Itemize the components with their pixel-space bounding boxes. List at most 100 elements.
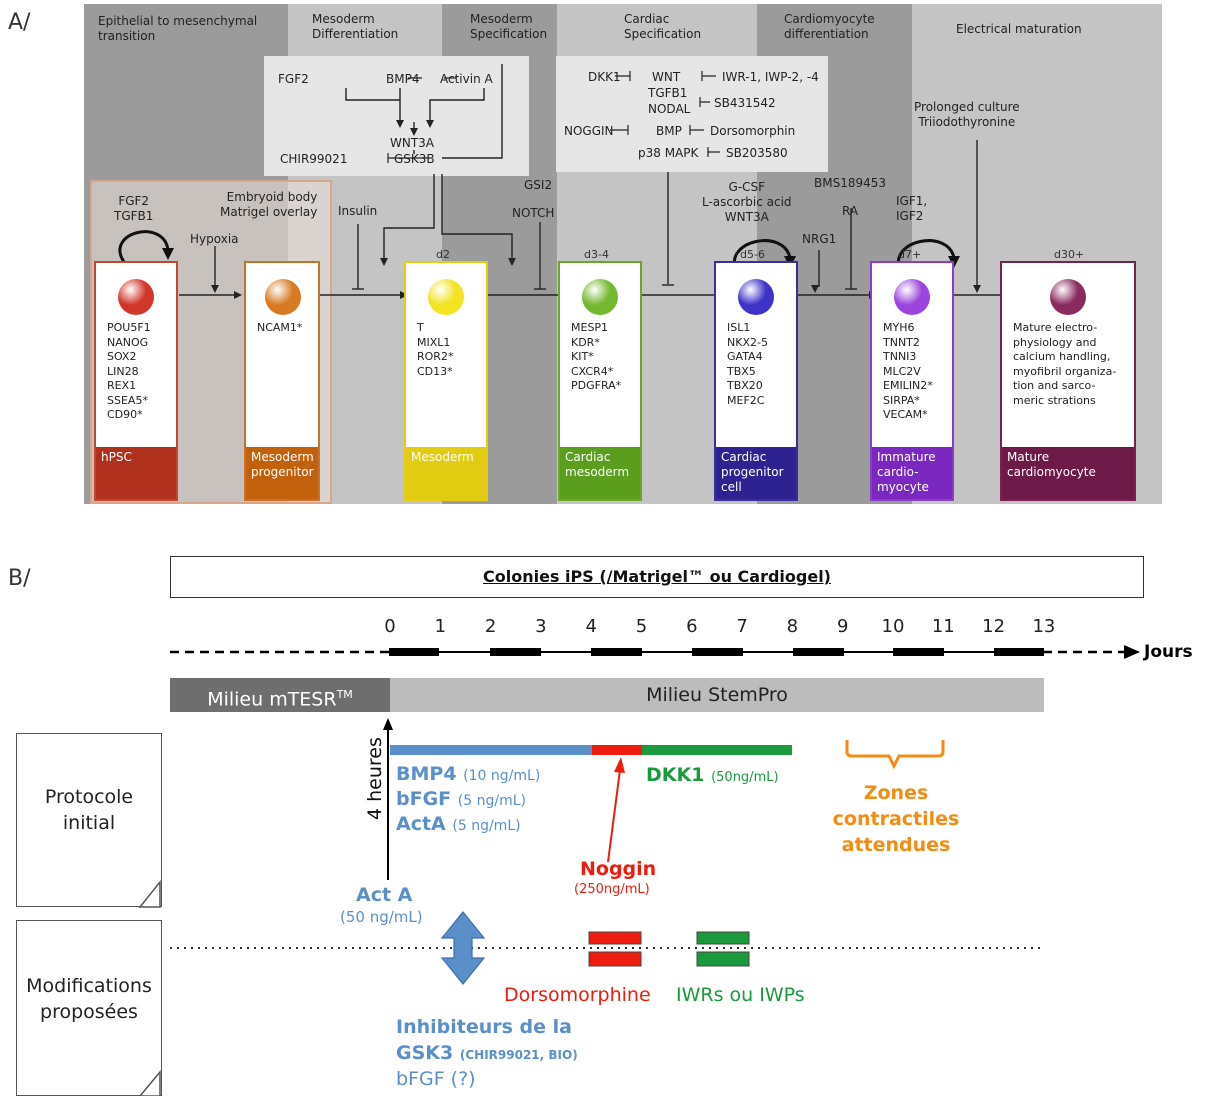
gsk3-label: GSK3 bbox=[396, 1042, 454, 1064]
box1-gsk3b: GSK3B bbox=[394, 152, 435, 166]
stage-label: Mesoderm bbox=[406, 447, 486, 499]
cell-ball bbox=[118, 279, 154, 315]
medium-stempro-bar: Milieu StemPro bbox=[390, 678, 1044, 712]
stage-markers: MYH6 TNNT2 TNNI3 MLC2V EMILIN2* SIRPA* V… bbox=[883, 321, 933, 421]
dkk1-name: DKK1 bbox=[646, 764, 705, 786]
stage-card-hpsc: POU5F1 NANOG SOX2 LIN28 REX1 SSEA5* CD90… bbox=[94, 261, 178, 501]
day-label: 12 bbox=[982, 616, 1006, 637]
header-emt: Epithelial to mesenchymal transition bbox=[98, 14, 258, 43]
day-label: 11 bbox=[931, 616, 955, 637]
medium-mtesr-bar: Milieu mTESRTM bbox=[170, 678, 390, 712]
day-label: 10 bbox=[881, 616, 905, 637]
dkk1-conc: (50ng/mL) bbox=[711, 770, 779, 785]
box1-chir99021: CHIR99021 bbox=[280, 152, 348, 166]
day-label: d7+ bbox=[898, 248, 922, 261]
day-label: 6 bbox=[686, 616, 698, 637]
stage-card-mature-cardiomyocyte: Mature electro- physiology and calcium h… bbox=[1000, 261, 1136, 501]
cell-ball bbox=[738, 279, 774, 315]
day-label: 9 bbox=[836, 616, 849, 637]
stage-label: Immature cardio- myocyte bbox=[872, 447, 952, 499]
inhibiteurs-line2: GSK3 (CHIR99021, BIO) bbox=[396, 1042, 578, 1064]
stage-markers: MESP1 KDR* KIT* CXCR4* PDGFRA* bbox=[571, 321, 622, 392]
colonies-banner: Colonies iPS (/Matrigel™ ou Cardiogel) bbox=[170, 556, 1144, 598]
day-label: d5-6 bbox=[740, 248, 765, 261]
factor-hypoxia: Hypoxia bbox=[190, 232, 239, 246]
panel-a-figure: Epithelial to mesenchymal transition Mes… bbox=[84, 4, 1162, 504]
box2-p38-mapk: p38 MAPK bbox=[638, 146, 699, 160]
cell-ball bbox=[1050, 279, 1086, 315]
day-label: d3-4 bbox=[584, 248, 609, 261]
gsk3-small: (CHIR99021, BIO) bbox=[459, 1048, 578, 1062]
factor-ra: RA bbox=[842, 204, 859, 218]
day-label: 3 bbox=[535, 616, 547, 637]
stage-label: Mesoderm progenitor bbox=[246, 447, 318, 499]
cell-ball bbox=[894, 279, 930, 315]
panel-a-label: A/ bbox=[8, 10, 31, 35]
noggin-label: Noggin bbox=[580, 858, 657, 880]
stage-markers: Mature electro- physiology and calcium h… bbox=[1013, 321, 1117, 407]
stage-markers: NCAM1* bbox=[257, 321, 303, 334]
box2-wnt: WNT bbox=[652, 70, 681, 84]
factor-gcsf: G-CSF L-ascorbic acid WNT3A bbox=[702, 180, 792, 224]
day-label: 13 bbox=[1032, 616, 1056, 637]
box1-fgf2: FGF2 bbox=[278, 72, 309, 86]
day-label: 2 bbox=[484, 616, 497, 637]
stage-card-mesoderm-progenitor: NCAM1* Mesoderm progenitor bbox=[244, 261, 320, 501]
mesoderm-signaling-box bbox=[264, 56, 529, 176]
factor-conc: (10 ng/mL) bbox=[463, 768, 541, 784]
factor-prolonged-culture: Prolonged culture Triiodothyronine bbox=[914, 100, 1020, 129]
factor-conc: (5 ng/mL) bbox=[457, 793, 526, 809]
box2-noggin: NOGGIN bbox=[564, 124, 614, 138]
box1-wnt3a: WNT3A bbox=[390, 136, 435, 150]
box2-sb203580: SB203580 bbox=[726, 146, 788, 160]
day-label: 4 bbox=[585, 616, 597, 637]
factor-name: BMP4 bbox=[396, 763, 457, 785]
factor-bms189453: BMS189453 bbox=[814, 176, 887, 190]
header-mesoderm-differentiation: Mesoderm Differentiation bbox=[312, 12, 399, 41]
stage-card-immature-cardiomyocyte: MYH6 TNNT2 TNNI3 MLC2V EMILIN2* SIRPA* V… bbox=[870, 261, 954, 501]
inhibiteurs-line1: Inhibiteurs de la bbox=[396, 1016, 572, 1038]
box1-activin-a: Activin A bbox=[440, 72, 493, 86]
factor-gsi2: GSI2 bbox=[524, 178, 553, 192]
factor-fgf2-tgfb1: FGF2 TGFB1 bbox=[114, 194, 154, 223]
stage-markers: ISL1 NKX2-5 GATA4 TBX5 TBX20 MEF2C bbox=[727, 321, 768, 407]
header-electrical-maturation: Electrical maturation bbox=[956, 22, 1082, 36]
day-label: 7 bbox=[736, 616, 748, 637]
stage-markers: T MIXL1 ROR2* CD13* bbox=[417, 321, 454, 378]
box2-iwr: IWR-1, IWP-2, -4 bbox=[722, 70, 819, 84]
stage-label: Cardiac mesoderm bbox=[560, 447, 640, 499]
box2-sb431542: SB431542 bbox=[714, 96, 776, 110]
factor-acta: ActA (5 ng/mL) bbox=[396, 812, 521, 839]
cardiac-signaling-box bbox=[556, 56, 828, 172]
panel-b-label: B/ bbox=[8, 566, 31, 591]
iwrs-label: IWRs ou IWPs bbox=[676, 984, 805, 1006]
four-hours-label: 4 heures bbox=[364, 737, 386, 820]
bfgf-question-label: bFGF (?) bbox=[396, 1068, 476, 1090]
stage-card-cardiac-progenitor: ISL1 NKX2-5 GATA4 TBX5 TBX20 MEF2C Cardi… bbox=[714, 261, 798, 501]
day-label: 1 bbox=[434, 616, 447, 637]
day-label: 8 bbox=[786, 616, 799, 637]
cell-ball bbox=[265, 279, 301, 315]
day-label: d2 bbox=[436, 248, 450, 261]
box2-dorsomorphin: Dorsomorphin bbox=[710, 124, 796, 138]
stage-label: hPSC bbox=[96, 447, 176, 499]
medium-mtesr-sup: TM bbox=[336, 688, 353, 701]
header-cardiomyocyte-differentiation: Cardiomyocyte differentiation bbox=[784, 12, 875, 41]
zones-contractiles-label: Zones contractiles attendues bbox=[832, 782, 960, 856]
stage-label: Mature cardiomyocyte bbox=[1002, 447, 1134, 499]
factor-bfgf: bFGF (5 ng/mL) bbox=[396, 787, 526, 814]
stage-markers: POU5F1 NANOG SOX2 LIN28 REX1 SSEA5* CD90… bbox=[107, 321, 151, 421]
dkk1-label: DKK1 (50ng/mL) bbox=[646, 764, 779, 786]
factor-insulin: Insulin bbox=[338, 204, 378, 218]
medium-mtesr-label: Milieu mTESR bbox=[207, 688, 337, 711]
stage-label: Cardiac progenitor cell bbox=[716, 447, 796, 499]
stage-card-mesoderm: T MIXL1 ROR2* CD13* Mesoderm bbox=[404, 261, 488, 501]
factor-igf: IGF1, IGF2 bbox=[896, 194, 928, 223]
modifications-label: Modifications proposées bbox=[26, 975, 152, 1023]
box1-bmp4: BMP4 bbox=[386, 72, 420, 86]
header-mesoderm-specification: Mesoderm Specification bbox=[470, 12, 548, 41]
day-label: 0 bbox=[384, 616, 396, 637]
